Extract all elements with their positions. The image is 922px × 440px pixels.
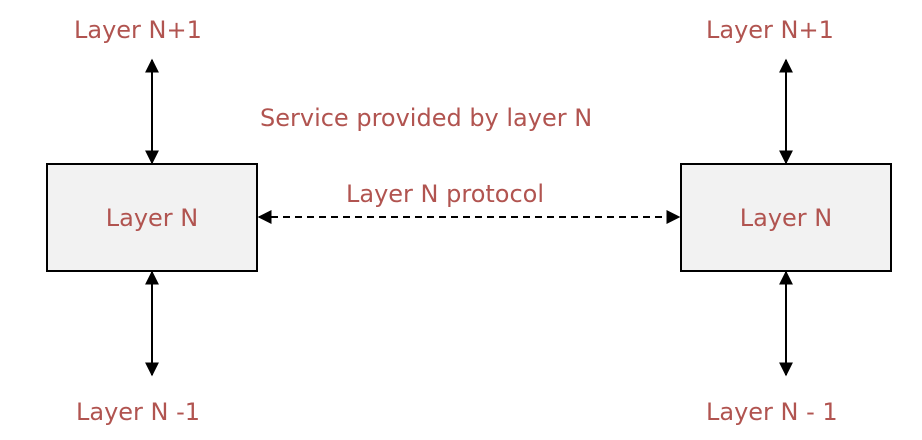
right-upper-layer-label: Layer N+1 xyxy=(706,16,834,44)
protocol-label: Layer N protocol xyxy=(346,180,545,208)
right-lower-layer-label: Layer N - 1 xyxy=(706,398,838,426)
left-layer-n-box: Layer N xyxy=(46,163,258,272)
left-layer-n-label: Layer N xyxy=(105,203,199,232)
service-label: Service provided by layer N xyxy=(260,104,593,132)
left-lower-layer-label: Layer N -1 xyxy=(76,398,201,426)
right-layer-n-box: Layer N xyxy=(680,163,892,272)
left-upper-layer-label: Layer N+1 xyxy=(74,16,202,44)
right-layer-n-label: Layer N xyxy=(739,203,833,232)
